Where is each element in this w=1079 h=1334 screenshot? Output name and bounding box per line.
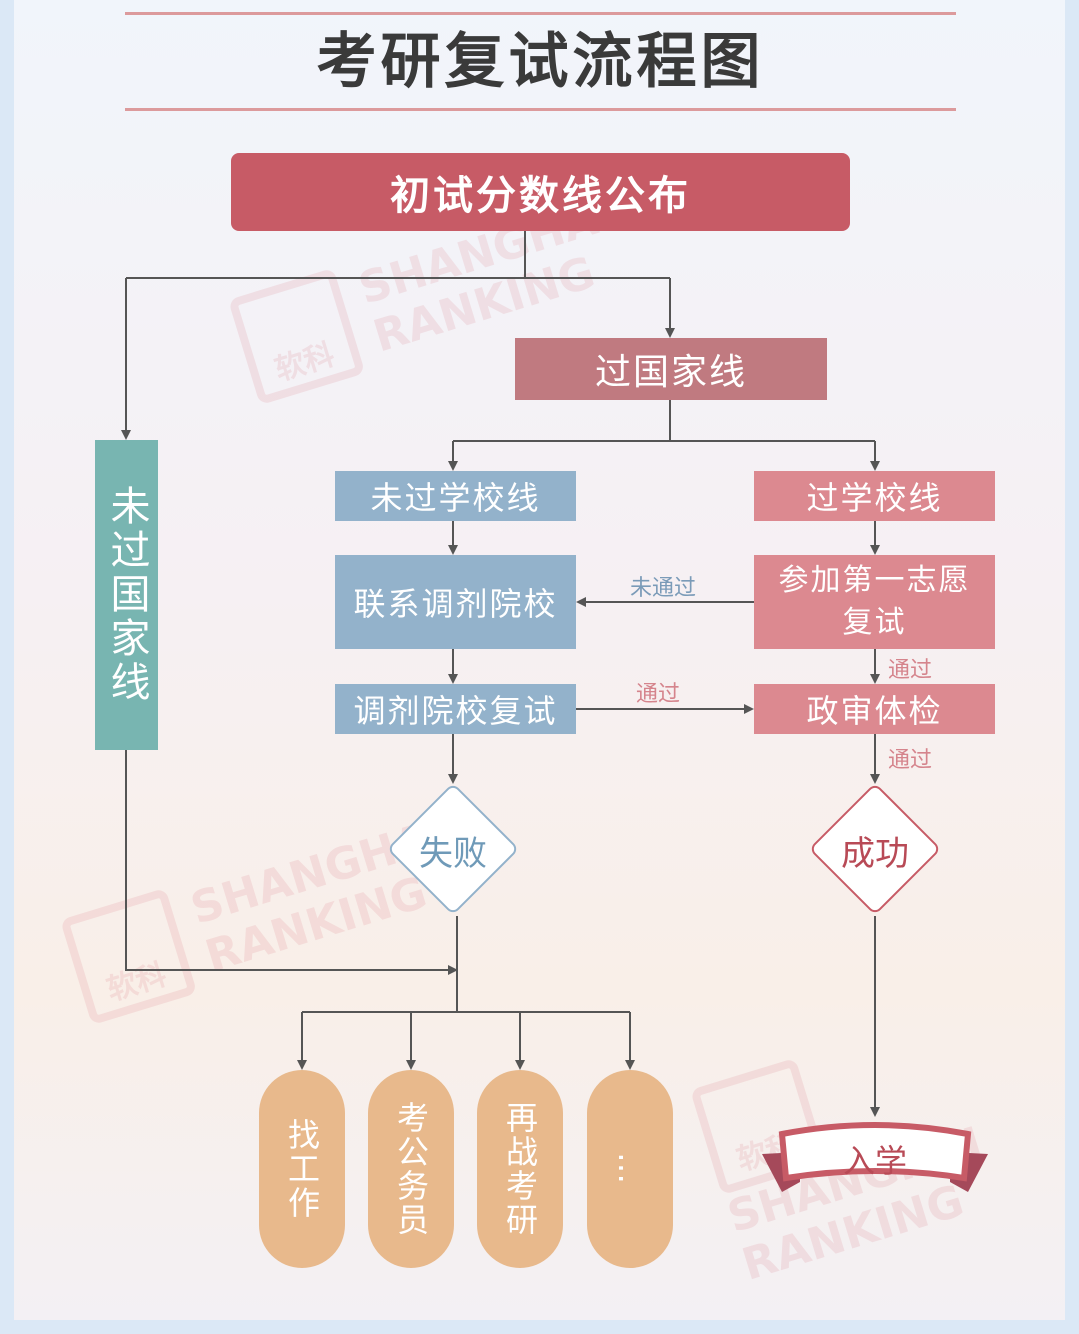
page-title: 考研复试流程图	[316, 27, 765, 97]
enroll-ribbon	[762, 1122, 988, 1192]
not-pass-school-box: 未过学校线	[335, 471, 576, 521]
edge-label-not-passed: 未通过	[630, 576, 697, 601]
not-pass-national-box: 未过国家线	[95, 440, 158, 750]
success-label: 成功	[841, 834, 909, 874]
pass-national-box: 过国家线	[515, 338, 827, 400]
first-choice-line2: 复试	[842, 605, 907, 640]
contact-adjust-box: 联系调剂院校	[335, 555, 576, 649]
edge-label-passed-check: 通过	[888, 748, 933, 773]
outcome-retake-exam: 再战考研	[477, 1070, 563, 1268]
first-choice-line1: 参加第一志愿	[778, 563, 971, 598]
adjust-retest-box: 调剂院校复试	[335, 684, 576, 734]
ribbon-banner	[778, 1122, 972, 1182]
edge-label-passed-first: 通过	[888, 658, 933, 683]
initial-score-box: 初试分数线公布	[231, 153, 850, 231]
title-rule-top	[125, 12, 956, 15]
outcome-civil-service: 考公务员	[368, 1070, 454, 1268]
political-check-box: 政审体检	[754, 684, 995, 734]
first-choice-box: 参加第一志愿 复试	[754, 555, 995, 649]
title-rule-bottom	[125, 108, 956, 111]
pass-school-box: 过学校线	[754, 471, 995, 521]
outcome-find-job: 找工作	[259, 1070, 345, 1268]
edge-label-passed-adjust: 通过	[636, 682, 681, 707]
enroll-label: 入学	[842, 1142, 907, 1180]
fail-label: 失败	[419, 834, 487, 874]
outcome-more: …	[587, 1070, 673, 1268]
